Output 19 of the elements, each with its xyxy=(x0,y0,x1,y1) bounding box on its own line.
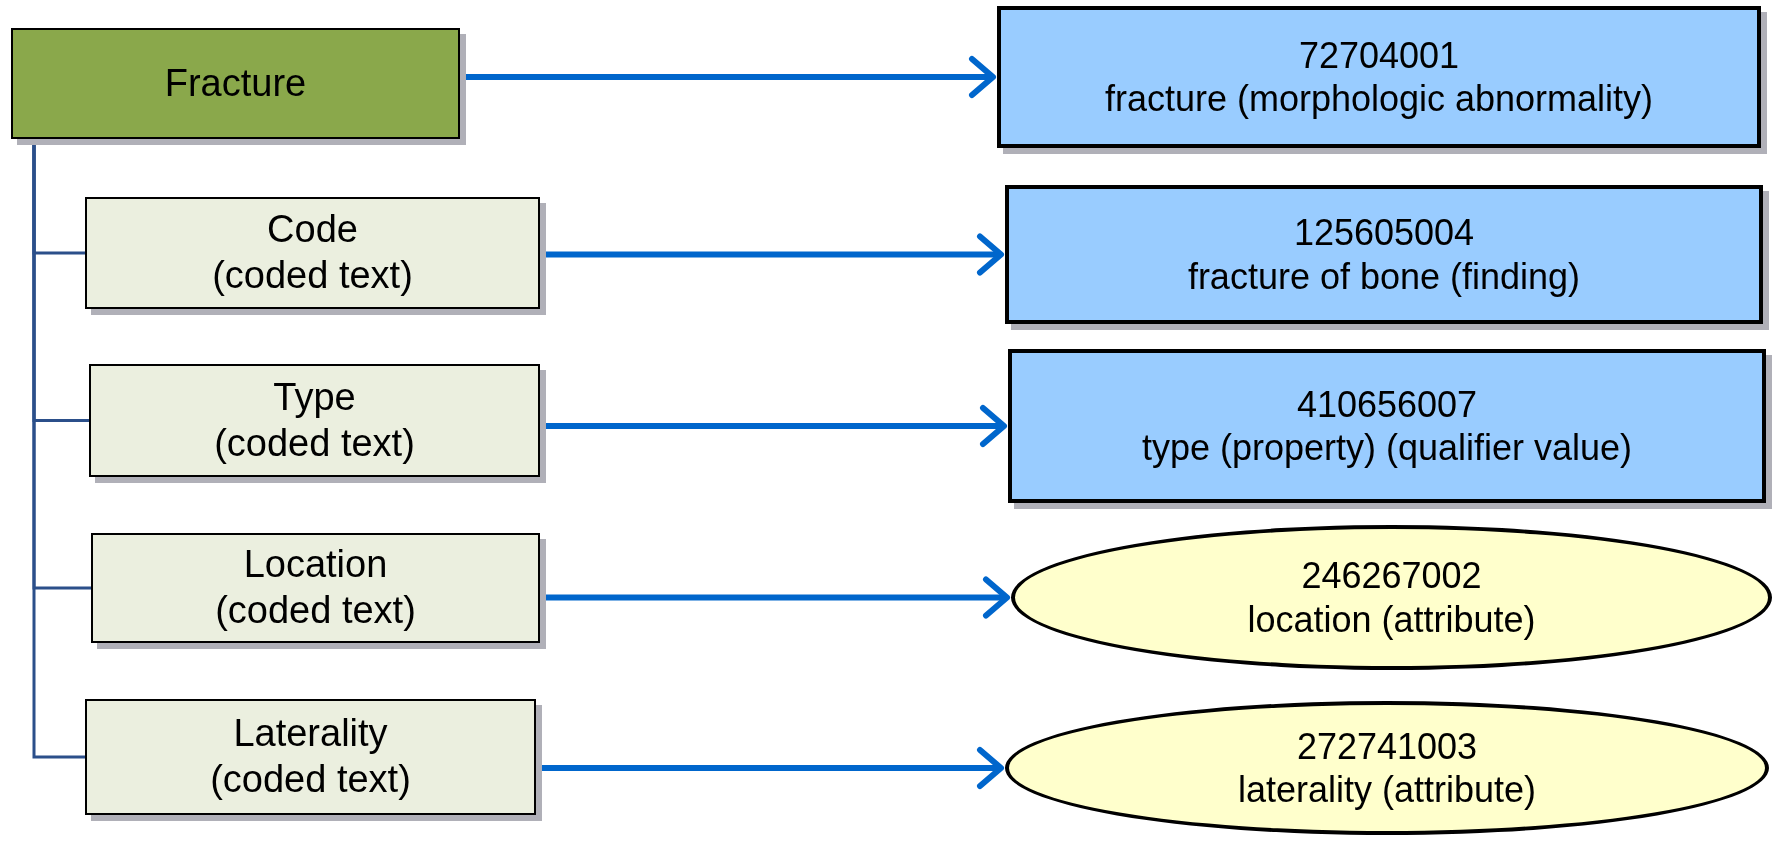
node-subtitle: (coded text) xyxy=(215,588,416,633)
node-subtitle: (coded text) xyxy=(214,420,415,466)
node-subtitle: location (attribute) xyxy=(1247,597,1536,641)
node-title: 246267002 xyxy=(1301,554,1482,598)
node-title: Code xyxy=(267,207,358,253)
node-title: 125605004 xyxy=(1293,211,1475,255)
node-title: Location xyxy=(243,542,388,588)
node-title: 272741003 xyxy=(1296,724,1478,768)
node-subtitle: fracture (morphologic abnormality) xyxy=(1104,77,1654,121)
node-title: Laterality xyxy=(233,711,388,757)
node-title: 72704001 xyxy=(1298,33,1460,77)
node-subtitle: type (property) (qualifier value) xyxy=(1141,426,1633,470)
node-title: Type xyxy=(273,374,356,420)
node-subtitle: (coded text) xyxy=(212,253,413,298)
node-subtitle: laterality (attribute) xyxy=(1237,768,1537,812)
node-title: Fracture xyxy=(164,60,307,106)
node-subtitle: fracture of bone (finding) xyxy=(1187,254,1581,298)
node-subtitle: (coded text) xyxy=(210,757,411,802)
node-title: 410656007 xyxy=(1296,382,1478,426)
